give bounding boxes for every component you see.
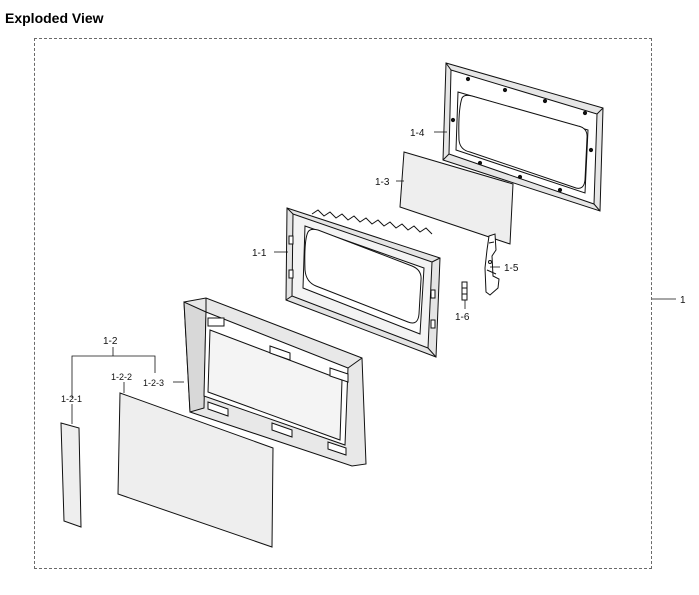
part-door-outer-frame[interactable] [184, 298, 366, 466]
label-1-1: 1-1 [252, 248, 267, 259]
leader-1-2 [71, 355, 156, 398]
label-1-3: 1-3 [375, 177, 390, 188]
leader-lines [71, 131, 676, 424]
label-1-2-2: 1-2-2 [111, 372, 132, 382]
part-door-choke-frame[interactable] [443, 63, 603, 211]
label-1: 1 [680, 295, 686, 306]
label-1-2-1: 1-2-1 [61, 394, 82, 404]
part-side-strip[interactable] [61, 423, 81, 527]
part-screen-glass[interactable] [400, 152, 513, 244]
label-1-2: 1-2 [103, 336, 118, 347]
label-1-6: 1-6 [455, 312, 470, 323]
part-door-glass[interactable] [118, 393, 273, 547]
part-spring[interactable] [462, 282, 467, 300]
part-hinge-lever[interactable] [485, 234, 499, 295]
callout-labels: 1 1-4 1-3 1-1 1-5 1-6 1-2 1-2-2 1-2-3 1-… [61, 128, 686, 404]
label-1-2-3: 1-2-3 [143, 378, 164, 388]
part-door-inner-frame[interactable] [286, 208, 440, 357]
page-title: Exploded View [5, 10, 104, 26]
assembly-boundary [34, 38, 652, 569]
label-1-4: 1-4 [410, 128, 425, 139]
label-1-5: 1-5 [504, 263, 519, 274]
